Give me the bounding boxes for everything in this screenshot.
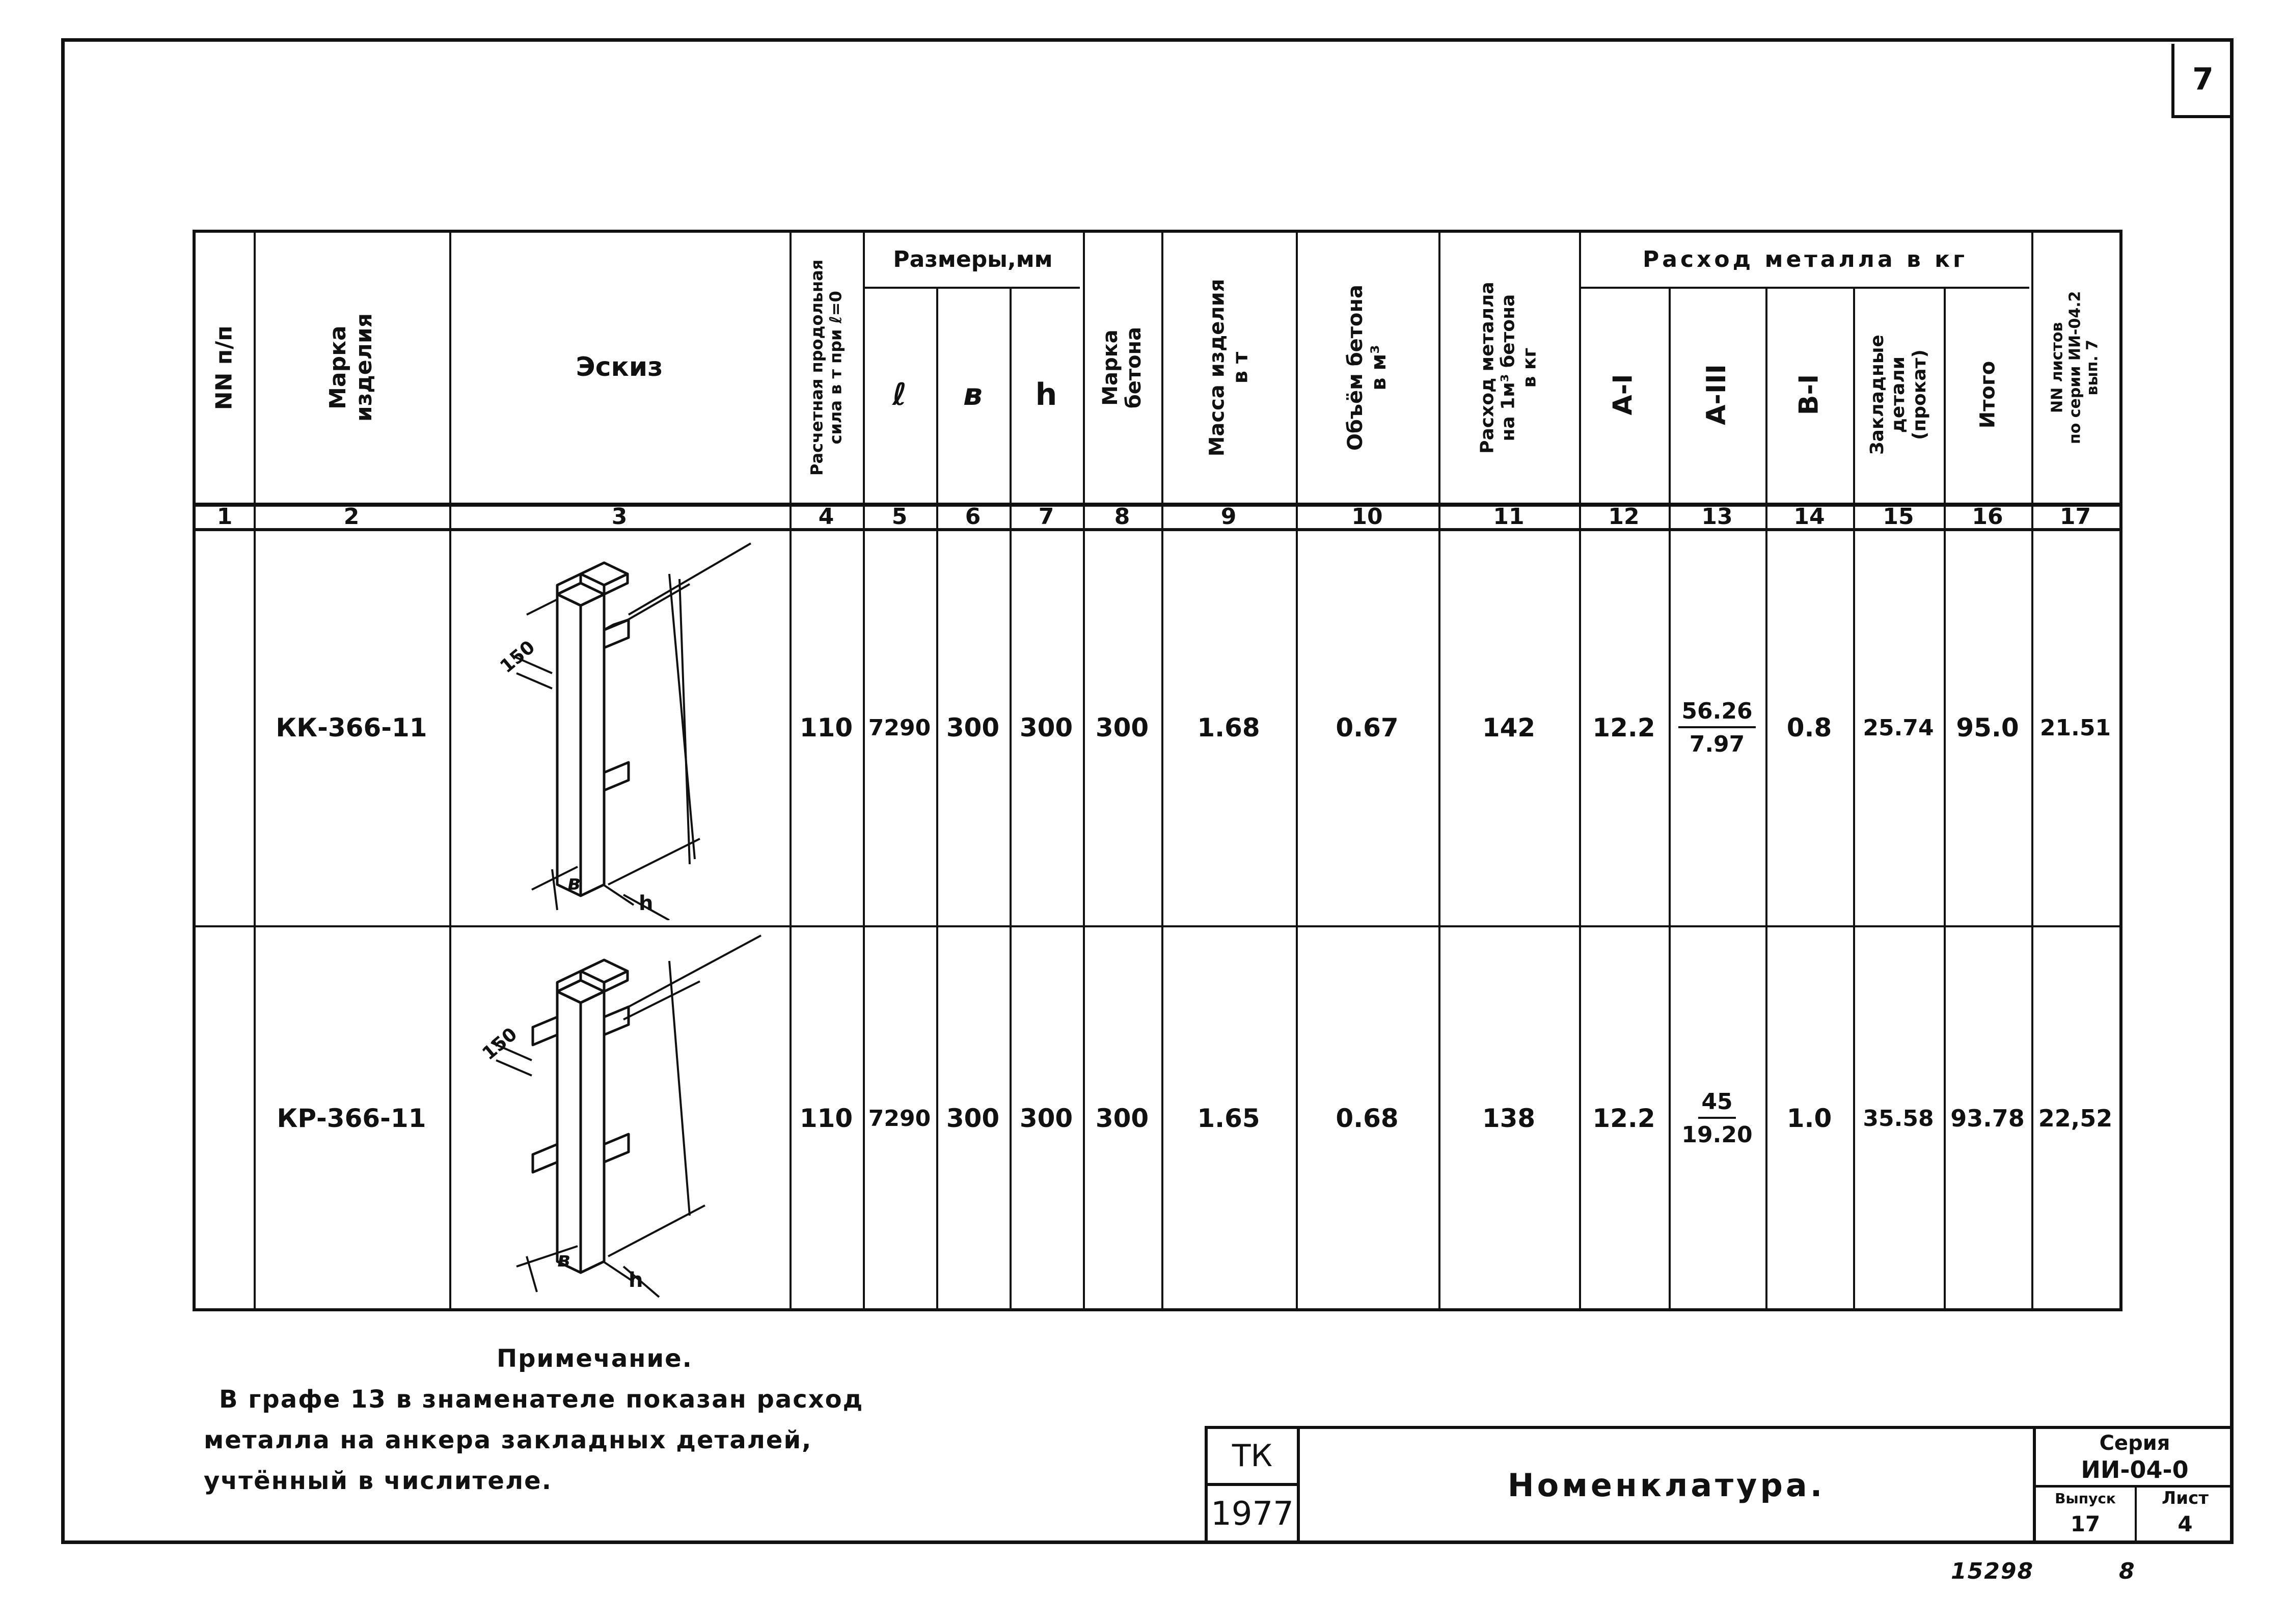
inventory-number: 15298 (1951, 1558, 2034, 1584)
row2-concrete: 300 (1095, 1104, 1149, 1133)
row2-a3-numerator: 45 (1698, 1089, 1736, 1119)
header-a1: А-I (1608, 374, 1639, 416)
row2-a3: 45 19.20 (1669, 927, 1765, 1309)
column-number: 9 (1220, 503, 1237, 530)
header-sketch: Эскиз (576, 352, 663, 383)
header-dimensions: Размеры,мм (893, 246, 1053, 272)
title-block-org: ТК (1232, 1438, 1273, 1474)
row2-a3-denominator: 19.20 (1681, 1122, 1753, 1148)
column-number: 13 (1701, 503, 1733, 530)
column-number: 11 (1493, 503, 1525, 530)
row2-embedded: 35.58 (1863, 1105, 1934, 1132)
column-number: 16 (1972, 503, 2003, 530)
row1-width: 300 (946, 713, 1000, 742)
row1-height: 300 (1019, 713, 1073, 742)
row1-sheets: 21.51 (2039, 714, 2111, 741)
column-number: 10 (1351, 503, 1383, 530)
row1-mass: 1.68 (1197, 713, 1260, 742)
header-sheets: NN листов по серии ИИ-04.2 вып. 7 (2048, 291, 2102, 445)
row1-b1: 0.8 (1786, 713, 1832, 742)
nomenclature-table: NN п/п Марка изделия Эскиз Расчетная про… (193, 230, 2122, 1311)
column-number: 1 (216, 503, 233, 530)
row1-embedded: 25.74 (1863, 714, 1934, 741)
header-embedded: Закладные детали (прокат) (1866, 335, 1930, 455)
sheet-label: Лист (2162, 1488, 2209, 1508)
page-number: 7 (2171, 44, 2231, 118)
column-number: 2 (343, 503, 360, 530)
issue-label: Выпуск (2055, 1490, 2116, 1507)
row2-width: 300 (946, 1104, 1000, 1133)
column-sketch-kk: 150 в h (496, 542, 752, 920)
note-line: металла на анкера закладных деталей, (204, 1426, 812, 1454)
row2-length: 7290 (868, 1105, 931, 1132)
column-number: 7 (1038, 503, 1054, 530)
header-number: NN п/п (211, 325, 237, 410)
note-line: В графе 13 в знаменателе показан расход (219, 1385, 864, 1414)
row1-concrete: 300 (1095, 713, 1149, 742)
row1-total: 95.0 (1956, 713, 2019, 742)
header-a3: А-III (1701, 364, 1732, 425)
row1-force: 110 (799, 713, 853, 742)
row2-height: 300 (1019, 1104, 1073, 1133)
header-b1: В-I (1793, 374, 1825, 416)
header-metal-group: Расход металла в кг (1643, 246, 1968, 272)
column-number: 17 (2059, 503, 2091, 530)
sheet-value: 4 (2178, 1511, 2193, 1536)
row1-a1: 12.2 (1592, 713, 1655, 742)
row2-metal-per-m3: 138 (1482, 1104, 1536, 1133)
sketch-dim-b: в (557, 1248, 570, 1272)
drawing-frame (61, 38, 2234, 1544)
column-number: 4 (818, 503, 834, 530)
header-total: Итого (1976, 361, 1999, 429)
row1-a3-numerator: 56.26 (1678, 698, 1756, 728)
row1-metal-per-m3: 142 (1482, 713, 1536, 742)
series-value: ИИ-04-0 (2081, 1456, 2189, 1483)
header-length: ℓ (892, 376, 907, 412)
row2-force: 110 (799, 1104, 853, 1133)
column-number: 6 (965, 503, 981, 530)
row2-a1: 12.2 (1592, 1104, 1655, 1133)
column-number: 12 (1608, 503, 1640, 530)
column-number: 14 (1793, 503, 1825, 530)
issue-value: 17 (2070, 1511, 2101, 1536)
row2-mass: 1.65 (1197, 1104, 1260, 1133)
column-number: 15 (1883, 503, 1914, 530)
note-line: учтённый в числителе. (204, 1467, 552, 1495)
header-concrete-grade: Марка бетона (1099, 326, 1146, 409)
column-number: 8 (1114, 503, 1130, 530)
row1-volume: 0.67 (1336, 713, 1399, 742)
header-height: h (1035, 376, 1057, 412)
row1-mark: КК-366-11 (276, 713, 427, 742)
header-metal-per-m3: Расход металла на 1м³ бетона в кг (1477, 282, 1540, 454)
column-sketch-kr: 150 в h (478, 934, 761, 1298)
row2-mark: КР-366-11 (277, 1104, 426, 1133)
header-mass: Масса изделия в т (1205, 279, 1253, 457)
header-volume: Объём бетона в м³ (1344, 284, 1391, 451)
sketch-dim-150: 150 (478, 1024, 521, 1064)
row2-sheets: 22,52 (2038, 1105, 2113, 1132)
row1-a3: 56.26 7.97 (1669, 530, 1765, 925)
footer-mark: 8 (2119, 1558, 2136, 1584)
header-force: Расчетная продольная сила в т при ℓ=0 (807, 259, 845, 476)
row1-a3-denominator: 7.97 (1689, 731, 1745, 757)
title-block: ТК 1977 Номенклатура. Серия ИИ-04-0 Выпу… (1205, 1426, 2234, 1544)
sketch-dim-150: 150 (496, 637, 539, 677)
row2-total: 93.78 (1950, 1105, 2025, 1132)
series-label: Серия (2099, 1432, 2170, 1455)
row2-volume: 0.68 (1336, 1104, 1399, 1133)
note-title: Примечание. (497, 1344, 693, 1373)
column-number: 3 (611, 503, 628, 530)
row1-length: 7290 (868, 714, 931, 741)
header-width: в (963, 376, 983, 412)
title-block-year: 1977 (1211, 1495, 1294, 1533)
header-mark: Марка изделия (325, 313, 377, 422)
sketch-dim-h: h (629, 1269, 643, 1292)
row2-b1: 1.0 (1786, 1104, 1832, 1133)
column-number: 5 (891, 503, 908, 530)
sketch-dim-b: в (567, 871, 580, 895)
sketch-dim-h: h (639, 892, 653, 915)
title-block-title: Номенклатура. (1507, 1466, 1826, 1504)
